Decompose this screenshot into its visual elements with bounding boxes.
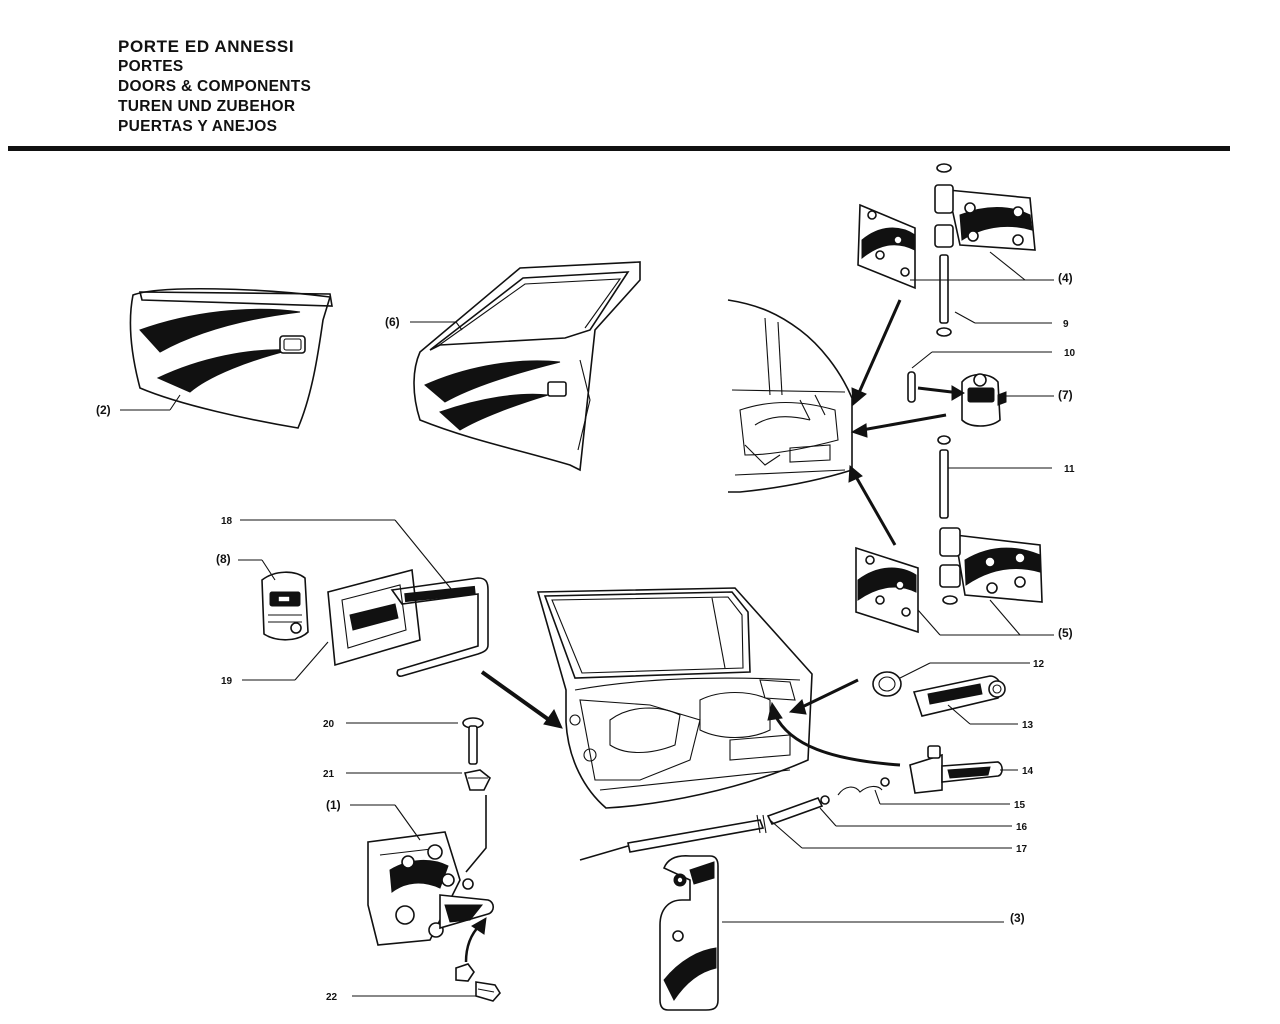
callout-14: 14	[1022, 766, 1034, 777]
callout-3: (3)	[1010, 911, 1025, 925]
callout-8: (8)	[216, 552, 231, 566]
callout-13: 13	[1022, 720, 1034, 731]
rod-and-nut	[462, 717, 492, 791]
callout-19: 19	[221, 676, 233, 687]
callout-5: (5)	[1058, 626, 1073, 640]
grommet-12	[872, 671, 902, 697]
callout-18: 18	[221, 516, 233, 527]
callout-17: 17	[1016, 844, 1028, 855]
hinge-pin-9	[936, 254, 952, 337]
hinge-pin-11	[937, 435, 951, 519]
complete-door-part	[413, 261, 641, 472]
callout-11: 11	[1064, 464, 1075, 475]
title-spanish: PUERTAS Y ANEJOS	[118, 118, 278, 135]
spring-pin-10	[907, 371, 916, 403]
callout-10: 10	[1064, 348, 1076, 359]
callout-6: (6)	[385, 315, 400, 329]
inner-handle-bezel-part	[327, 568, 489, 677]
assembly-arrows	[480, 299, 965, 729]
door-latch-part	[367, 795, 495, 946]
callout-7: (7)	[1058, 388, 1073, 402]
callout-labels: (2) (6) (4) 9 10 (7) 11 (5) 18 (8) 19 12…	[96, 271, 1076, 1003]
title-french: PORTES	[118, 58, 184, 75]
car-body-door-opening	[727, 299, 853, 493]
screw-and-nut-22	[455, 963, 501, 1002]
callout-16: 16	[1016, 822, 1028, 833]
title-english: DOORS & COMPONENTS	[118, 78, 312, 95]
spring-clip-15	[837, 777, 890, 796]
release-lever-14	[909, 745, 1003, 794]
title-italian: PORTE ED ANNESSI	[118, 37, 295, 56]
callout-22: 22	[326, 992, 338, 1003]
control-rod-17	[579, 795, 830, 861]
callout-21: 21	[323, 769, 335, 780]
leader-lines	[120, 251, 1054, 997]
lower-hinge-part	[855, 527, 1043, 634]
callout-20: 20	[323, 719, 335, 730]
upper-hinge-part	[857, 163, 1036, 290]
callout-2: (2)	[96, 403, 111, 417]
title-german: TUREN UND ZUBEHOR	[118, 98, 296, 115]
callout-4: (4)	[1058, 271, 1073, 285]
latch-arrow	[464, 917, 487, 963]
door-pull-pad-part	[659, 855, 719, 1011]
inner-handle-13	[912, 675, 1006, 717]
callout-12: 12	[1033, 659, 1045, 670]
door-check-part	[961, 373, 1007, 427]
callout-1: (1)	[326, 798, 341, 812]
door-shell-part	[536, 587, 813, 809]
header-rule	[8, 146, 1230, 151]
title-block: PORTE ED ANNESSI PORTES DOORS & COMPONEN…	[118, 37, 311, 137]
callout-15: 15	[1014, 800, 1026, 811]
door-outer-skin-part	[129, 287, 333, 429]
callout-9: 9	[1063, 319, 1069, 330]
curved-arrow	[767, 678, 901, 767]
door-lock-part	[261, 571, 309, 641]
